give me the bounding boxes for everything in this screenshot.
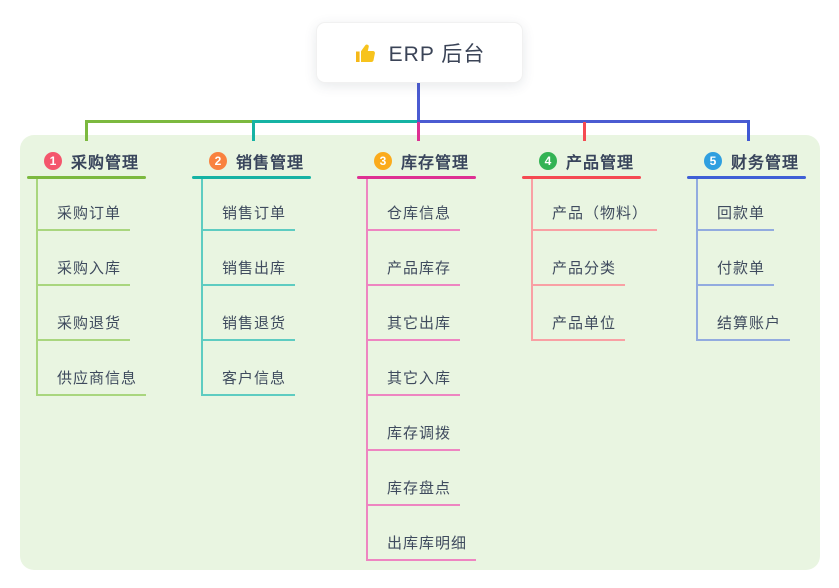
child-node[interactable]: 销售出库 — [201, 258, 296, 286]
branch-underline — [687, 176, 806, 179]
connector-horizontal-teal — [252, 120, 420, 123]
branch-finance-node[interactable]: 5 财务管理 — [704, 150, 799, 172]
child-node[interactable]: 采购订单 — [36, 203, 131, 231]
branch-underline — [27, 176, 146, 179]
mindmap-panel — [20, 135, 820, 570]
child-node[interactable]: 付款单 — [696, 258, 775, 286]
child-node[interactable]: 销售退货 — [201, 313, 296, 341]
connector-drop-inventory — [417, 122, 420, 141]
connector-drop-sales — [252, 120, 255, 141]
badge-5-icon: 5 — [704, 152, 722, 170]
badge-1-icon: 1 — [44, 152, 62, 170]
child-node[interactable]: 采购入库 — [36, 258, 131, 286]
child-node[interactable]: 回款单 — [696, 203, 775, 231]
branch-underline — [357, 176, 476, 179]
root-node-erp-backend[interactable]: ERP 后台 — [316, 22, 523, 83]
child-node[interactable]: 供应商信息 — [36, 368, 147, 396]
child-node[interactable]: 其它入库 — [366, 368, 461, 396]
branch-inventory-node[interactable]: 3 库存管理 — [374, 150, 469, 172]
root-node-label: ERP 后台 — [388, 42, 486, 66]
child-node[interactable]: 其它出库 — [366, 313, 461, 341]
badge-2-icon: 2 — [209, 152, 227, 170]
connector-horizontal-blue — [417, 120, 750, 123]
child-node[interactable]: 库存盘点 — [366, 478, 461, 506]
child-node[interactable]: 采购退货 — [36, 313, 131, 341]
connector-horizontal-green — [85, 120, 255, 123]
branch-child-connector — [531, 179, 533, 341]
branch-purchase-node[interactable]: 1 采购管理 — [44, 150, 139, 172]
child-node[interactable]: 产品分类 — [531, 258, 626, 286]
child-node[interactable]: 结算账户 — [696, 313, 791, 341]
child-node[interactable]: 客户信息 — [201, 368, 296, 396]
connector-drop-product — [583, 122, 586, 141]
branch-label: 产品管理 — [566, 155, 635, 172]
child-node[interactable]: 仓库信息 — [366, 203, 461, 231]
branch-sales-node[interactable]: 2 销售管理 — [209, 150, 304, 172]
branch-label: 采购管理 — [71, 155, 140, 172]
badge-4-icon: 4 — [539, 152, 557, 170]
branch-child-connector — [36, 179, 38, 396]
branch-child-connector — [201, 179, 203, 396]
child-node[interactable]: 库存调拨 — [366, 423, 461, 451]
child-node[interactable]: 销售订单 — [201, 203, 296, 231]
branch-product-node[interactable]: 4 产品管理 — [539, 150, 634, 172]
connector-root-vertical — [417, 82, 420, 121]
branch-child-connector — [366, 179, 368, 561]
child-node[interactable]: 出库库明细 — [366, 533, 477, 561]
branch-underline — [192, 176, 311, 179]
child-node[interactable]: 产品（物料） — [531, 203, 658, 231]
thumbs-up-icon — [355, 44, 375, 62]
badge-3-icon: 3 — [374, 152, 392, 170]
branch-underline — [522, 176, 641, 179]
branch-label: 库存管理 — [401, 155, 470, 172]
branch-child-connector — [696, 179, 698, 341]
child-node[interactable]: 产品单位 — [531, 313, 626, 341]
branch-label: 销售管理 — [236, 155, 305, 172]
branch-label: 财务管理 — [731, 155, 800, 172]
connector-drop-purchase — [85, 120, 88, 141]
connector-drop-finance — [747, 120, 750, 141]
child-node[interactable]: 产品库存 — [366, 258, 461, 286]
